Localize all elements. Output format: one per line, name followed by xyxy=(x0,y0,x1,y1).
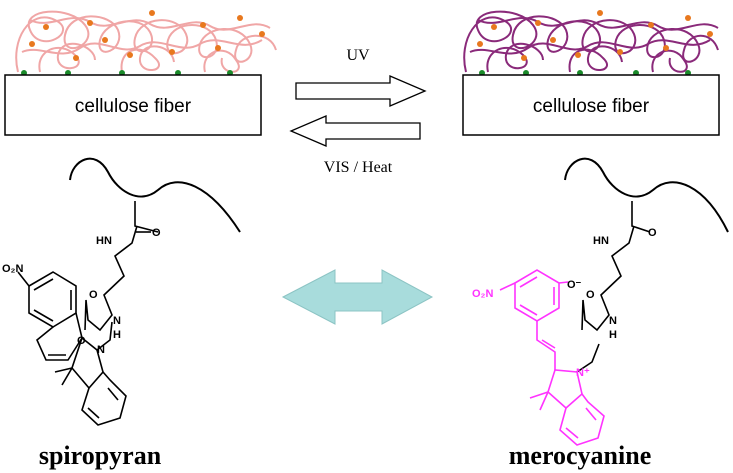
left-amide-n-lower-label: N xyxy=(113,315,121,327)
right-iminium-label: N⁺ xyxy=(576,367,590,379)
right-phenolate-ring xyxy=(514,269,560,322)
right-indolium-benzo xyxy=(559,393,605,446)
right-methine-double xyxy=(541,339,556,349)
right-dye-dots xyxy=(477,10,713,61)
right-phenolate-bond xyxy=(558,281,569,284)
right-carbonyl-o-lower-label: O xyxy=(586,289,595,301)
uv-label: UV xyxy=(346,47,370,64)
merocyanine-name: merocyanine xyxy=(509,441,652,470)
right-nitro-label: O₂N xyxy=(472,288,493,300)
merocyanine-structure xyxy=(499,157,729,446)
left-benzo-double-bonds xyxy=(33,278,72,322)
right-n-propyl xyxy=(576,343,600,373)
right-gem-dimethyl xyxy=(529,391,549,411)
left-cellulose-fiber-box xyxy=(4,74,262,136)
left-polymer-coils xyxy=(15,10,277,73)
right-phenolate-double-bonds xyxy=(519,276,555,316)
right-fiber-panel: cellulose fiber xyxy=(462,10,720,136)
forward-arrow xyxy=(295,75,427,107)
left-benzo-ring xyxy=(28,271,77,328)
right-amide-n-lower-label: N xyxy=(609,315,617,327)
left-indoline-double-bonds xyxy=(87,387,119,419)
reverse-arrow xyxy=(289,115,421,147)
reaction-arrows: UV VIS / Heat xyxy=(289,47,427,176)
left-gem-dimethyl xyxy=(54,367,73,386)
right-amide-h-lower-label: H xyxy=(609,329,617,341)
merocyanine-chromophore xyxy=(499,269,605,446)
merocyanine-atom-labels: O₂N O⁻ N⁺ N H O N H O xyxy=(472,227,657,379)
left-fiber-panel: cellulose fiber xyxy=(4,10,277,136)
right-phenolate-label: O⁻ xyxy=(567,279,582,291)
left-n-propyl xyxy=(96,321,113,351)
right-carbonyl-o-upper-label: O xyxy=(648,227,657,239)
left-pyran-ring xyxy=(36,312,83,361)
left-carbonyl-o-upper-label: O xyxy=(152,227,161,239)
left-indoline-n-label: N xyxy=(97,344,105,356)
left-linker xyxy=(84,201,159,332)
spiropyran-name: spiropyran xyxy=(39,441,162,470)
left-polymer-backbone xyxy=(69,157,241,233)
right-cellulose-fiber-box xyxy=(462,74,720,136)
right-linker xyxy=(581,201,651,332)
right-amide-h-upper-label: H xyxy=(593,235,601,247)
right-polymer-backbone xyxy=(564,157,729,233)
equilibrium-double-arrow xyxy=(281,269,434,325)
right-cellulose-fiber-label: cellulose fiber xyxy=(533,96,650,117)
right-indolium-five-ring xyxy=(547,369,583,410)
left-amide-h-lower-label: H xyxy=(113,329,121,341)
left-ring-oxygen-label: O xyxy=(77,335,86,347)
left-carbonyl-o-lower-label: O xyxy=(89,289,98,301)
spiropyran-atom-labels: O₂N O N N H O N H O xyxy=(2,227,161,356)
right-nitro-bond xyxy=(499,282,516,291)
left-amide-n-upper-label: N xyxy=(104,235,112,247)
left-amide-h-upper-label: H xyxy=(96,235,104,247)
left-cellulose-fiber-label: cellulose fiber xyxy=(75,96,192,117)
left-indoline-benzo xyxy=(81,371,127,426)
left-indoline-five-ring xyxy=(71,336,104,390)
right-methine-bridge xyxy=(536,321,556,370)
left-nitro-label: O₂N xyxy=(2,263,23,275)
right-indolium-double-bonds xyxy=(565,407,597,439)
spiropyran-structure xyxy=(17,157,241,426)
left-nitro-bond xyxy=(17,271,30,287)
right-polymer-coils xyxy=(463,10,719,73)
left-dye-dots xyxy=(29,10,265,61)
right-amide-n-upper-label: N xyxy=(601,235,609,247)
vis-heat-label: VIS / Heat xyxy=(324,159,393,176)
